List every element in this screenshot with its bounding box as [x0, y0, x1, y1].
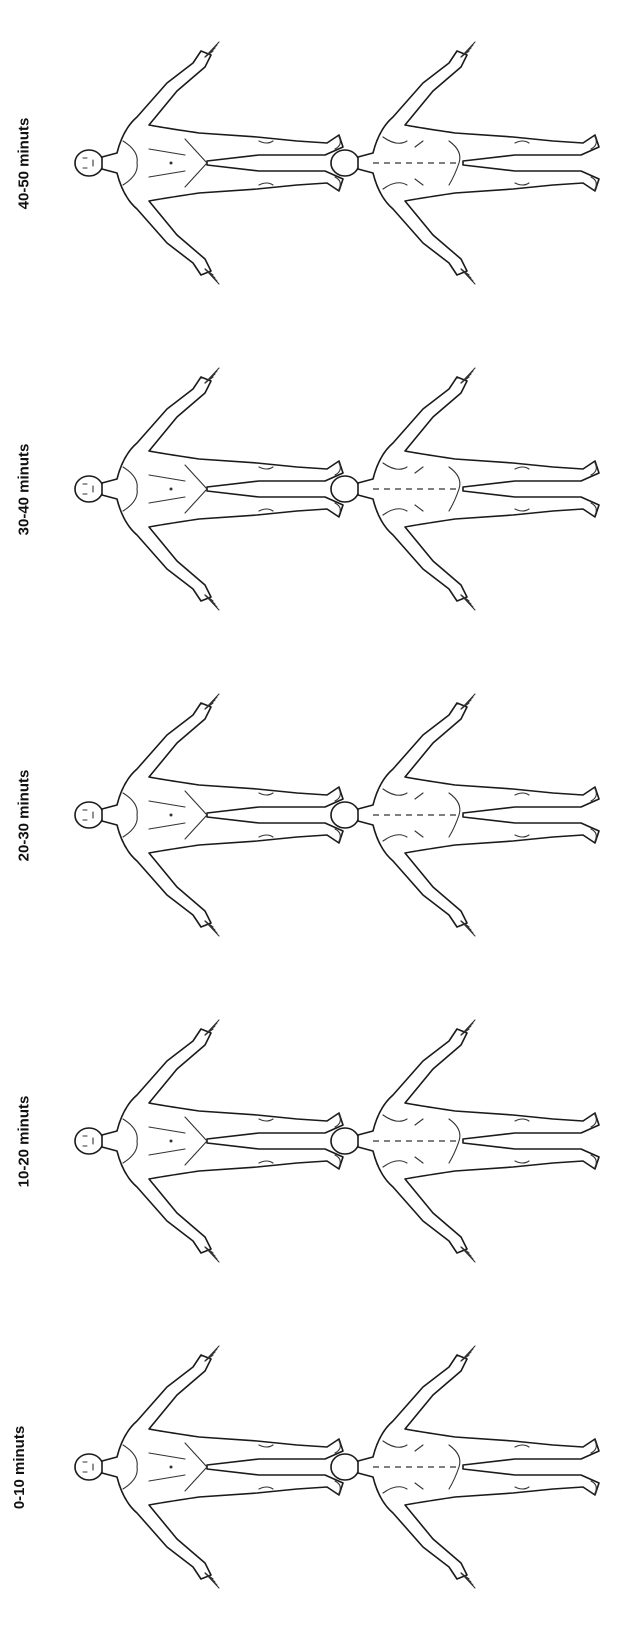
navel — [170, 162, 173, 165]
time-range-label: 30-40 minuts — [15, 444, 32, 536]
head — [331, 1454, 359, 1480]
finger — [461, 921, 475, 936]
navel — [170, 1140, 173, 1143]
back-body-figure — [331, 1346, 599, 1588]
finger — [205, 1247, 219, 1262]
finger — [205, 921, 219, 936]
body-silhouette — [358, 1029, 599, 1253]
finger — [461, 1573, 475, 1588]
head — [75, 1128, 103, 1154]
head — [331, 476, 359, 502]
body-silhouette — [358, 51, 599, 275]
body-silhouette — [358, 703, 599, 927]
head — [75, 1454, 103, 1480]
front-body-figure — [75, 42, 343, 284]
body-diagrams — [55, 652, 605, 978]
finger — [461, 368, 475, 383]
head — [75, 802, 103, 828]
time-range-label: 20-30 minuts — [15, 770, 32, 862]
head — [331, 150, 359, 176]
head — [75, 150, 103, 176]
finger — [461, 269, 475, 284]
time-panel: 40-50 minuts — [0, 0, 621, 326]
finger — [205, 595, 219, 610]
body-diagrams — [55, 978, 605, 1304]
time-panel: 10-20 minuts — [0, 978, 621, 1304]
navel — [170, 488, 173, 491]
finger — [205, 269, 219, 284]
head — [75, 476, 103, 502]
back-body-figure — [331, 694, 599, 936]
body-silhouette — [102, 703, 343, 927]
body-diagrams — [55, 326, 605, 652]
finger — [461, 595, 475, 610]
body-silhouette — [358, 1355, 599, 1579]
time-range-label: 0-10 minuts — [11, 1426, 28, 1509]
back-body-figure — [331, 368, 599, 610]
body-silhouette — [102, 51, 343, 275]
finger — [205, 1020, 219, 1035]
head — [331, 1128, 359, 1154]
time-panel: 0-10 minuts — [0, 1304, 621, 1630]
front-body-figure — [75, 1346, 343, 1588]
time-range-label: 10-20 minuts — [15, 1096, 32, 1188]
navel — [170, 1466, 173, 1469]
body-silhouette — [102, 1029, 343, 1253]
finger — [461, 42, 475, 57]
body-diagrams — [55, 1304, 605, 1630]
finger — [461, 1020, 475, 1035]
finger — [205, 1573, 219, 1588]
front-body-figure — [75, 368, 343, 610]
body-silhouette — [102, 1355, 343, 1579]
time-panel: 20-30 minuts — [0, 652, 621, 978]
finger — [205, 368, 219, 383]
time-panel: 30-40 minuts — [0, 326, 621, 652]
navel — [170, 814, 173, 817]
finger — [461, 1247, 475, 1262]
finger — [461, 694, 475, 709]
back-body-figure — [331, 42, 599, 284]
head — [331, 802, 359, 828]
time-range-label: 40-50 minuts — [15, 118, 32, 210]
back-body-figure — [331, 1020, 599, 1262]
finger — [205, 1346, 219, 1361]
body-silhouette — [102, 377, 343, 601]
finger — [205, 42, 219, 57]
finger — [205, 694, 219, 709]
front-body-figure — [75, 1020, 343, 1262]
front-body-figure — [75, 694, 343, 936]
finger — [461, 1346, 475, 1361]
body-silhouette — [358, 377, 599, 601]
body-diagrams — [55, 0, 605, 326]
